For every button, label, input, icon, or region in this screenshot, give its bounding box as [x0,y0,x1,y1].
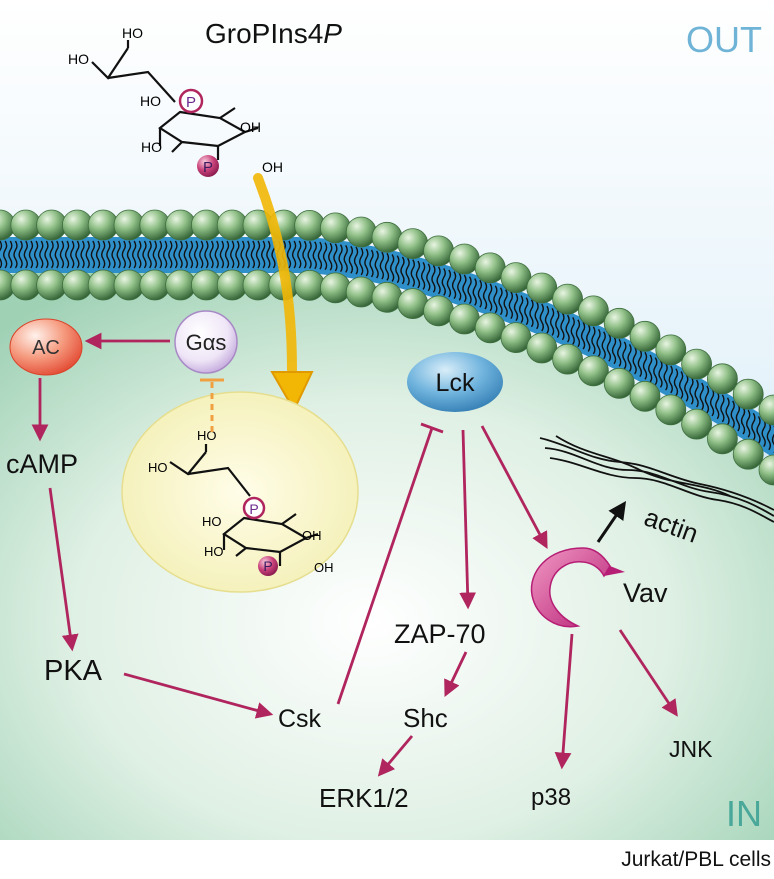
internalized-ligand-bubble: HO HO HO OH HO OH P P [121,391,359,593]
ho-label: HO [122,25,143,41]
in-label: IN [726,793,762,834]
lipid-head [707,363,738,395]
lipid-head [319,272,351,304]
galpha-s-node: Gαs [174,310,238,374]
oh-label: OH [302,528,322,543]
lipid-head [578,355,609,387]
lipid-head [345,216,377,248]
shc-label: Shc [403,703,448,733]
arrow-lck-to-zap70 [459,429,477,610]
inhibition-bar [420,422,444,434]
arrow-shc-to-erk [377,735,414,777]
ligand-entry-arrow [253,173,314,413]
phosphate-label: P [186,94,196,111]
phosphate-icon [178,88,204,114]
lipid-head [552,283,583,315]
ho-label: HO [148,460,168,475]
lipid-head [603,307,635,339]
phosphate-label: P [203,159,213,176]
lipid-head [629,320,661,352]
lipid-tails [0,240,774,453]
galpha-inhibition-dashed [200,378,224,432]
oh-label: OH [314,560,334,575]
lipid-head [707,423,738,455]
arrow-vav-to-actin [596,501,627,543]
lipid-head [526,272,558,304]
lipid-head [423,295,455,327]
pathway-arrows [31,332,678,777]
csk-label: Csk [278,705,322,733]
lipid-head [732,378,764,410]
lipid-head [319,212,351,244]
phosphate-label: P [263,558,272,574]
lipid-heads-outer [0,209,774,426]
lipid-head [294,209,326,241]
plasma-membrane [0,209,774,486]
inhibition-csk-to-lck [336,427,434,705]
phosphate-icon [197,155,219,177]
ligand-structure-outside: HO HO HO OH HO OH OH P P [68,25,283,177]
lipid-head [603,367,635,399]
ac-node: AC [9,318,83,376]
lipid-head [655,334,687,366]
arrow-zap70-to-shc [444,651,468,698]
vav-label: Vav [623,578,668,608]
ho-label: HO [204,544,224,559]
arrow-vav-to-jnk [618,629,678,717]
lipid-head [578,295,609,327]
ho-label: HO [68,51,89,67]
lipid-head [681,348,712,380]
ho-label: HO [197,428,217,443]
arrow-lck-to-vav [480,425,548,549]
phosphate-icon [242,496,266,520]
ligand-title: GroPIns4P [205,18,342,49]
arrow-camp-to-pka [48,487,79,652]
lipid-head [345,276,377,308]
out-label: OUT [686,19,762,60]
ac-label: AC [32,337,60,359]
lipid-head [758,394,774,426]
caption: Jurkat/PBL cells [621,848,771,871]
pka-label: PKA [44,655,103,687]
lipid-head [423,235,455,267]
arrow-vav-to-p38 [554,633,574,770]
arrow-pka-to-csk [123,672,274,719]
lipid-head [758,454,774,486]
lipid-head [552,343,583,375]
phosphate-icon [258,556,278,576]
lipid-head [397,228,429,260]
galpha-s-label: Gαs [186,330,227,355]
ho-label: HO [141,139,162,155]
actin-filaments [539,435,774,523]
lipid-head [294,269,326,301]
lipid-head [655,394,687,426]
vav-icon [530,547,625,628]
phosphate-label: P [249,501,258,517]
lipid-head [397,288,429,320]
erk-label: ERK1/2 [319,783,409,813]
ho-label: HO [202,514,222,529]
ho-label: HO [140,93,161,109]
lipid-head [526,332,558,364]
oh-label: OH [262,159,283,175]
lipid-head [371,281,403,313]
lipid-heads-inner [0,269,774,486]
jnk-label: JNK [669,736,713,762]
oh-label: OH [240,119,261,135]
lck-node: Lck [407,352,503,412]
lipid-head [681,408,712,440]
lipid-head [732,438,764,470]
lck-label: Lck [436,369,475,397]
camp-label: cAMP [6,449,78,479]
lipid-head [371,221,403,253]
lipid-head [629,380,661,412]
p38-label: p38 [531,784,571,811]
zap70-label: ZAP-70 [394,619,486,649]
